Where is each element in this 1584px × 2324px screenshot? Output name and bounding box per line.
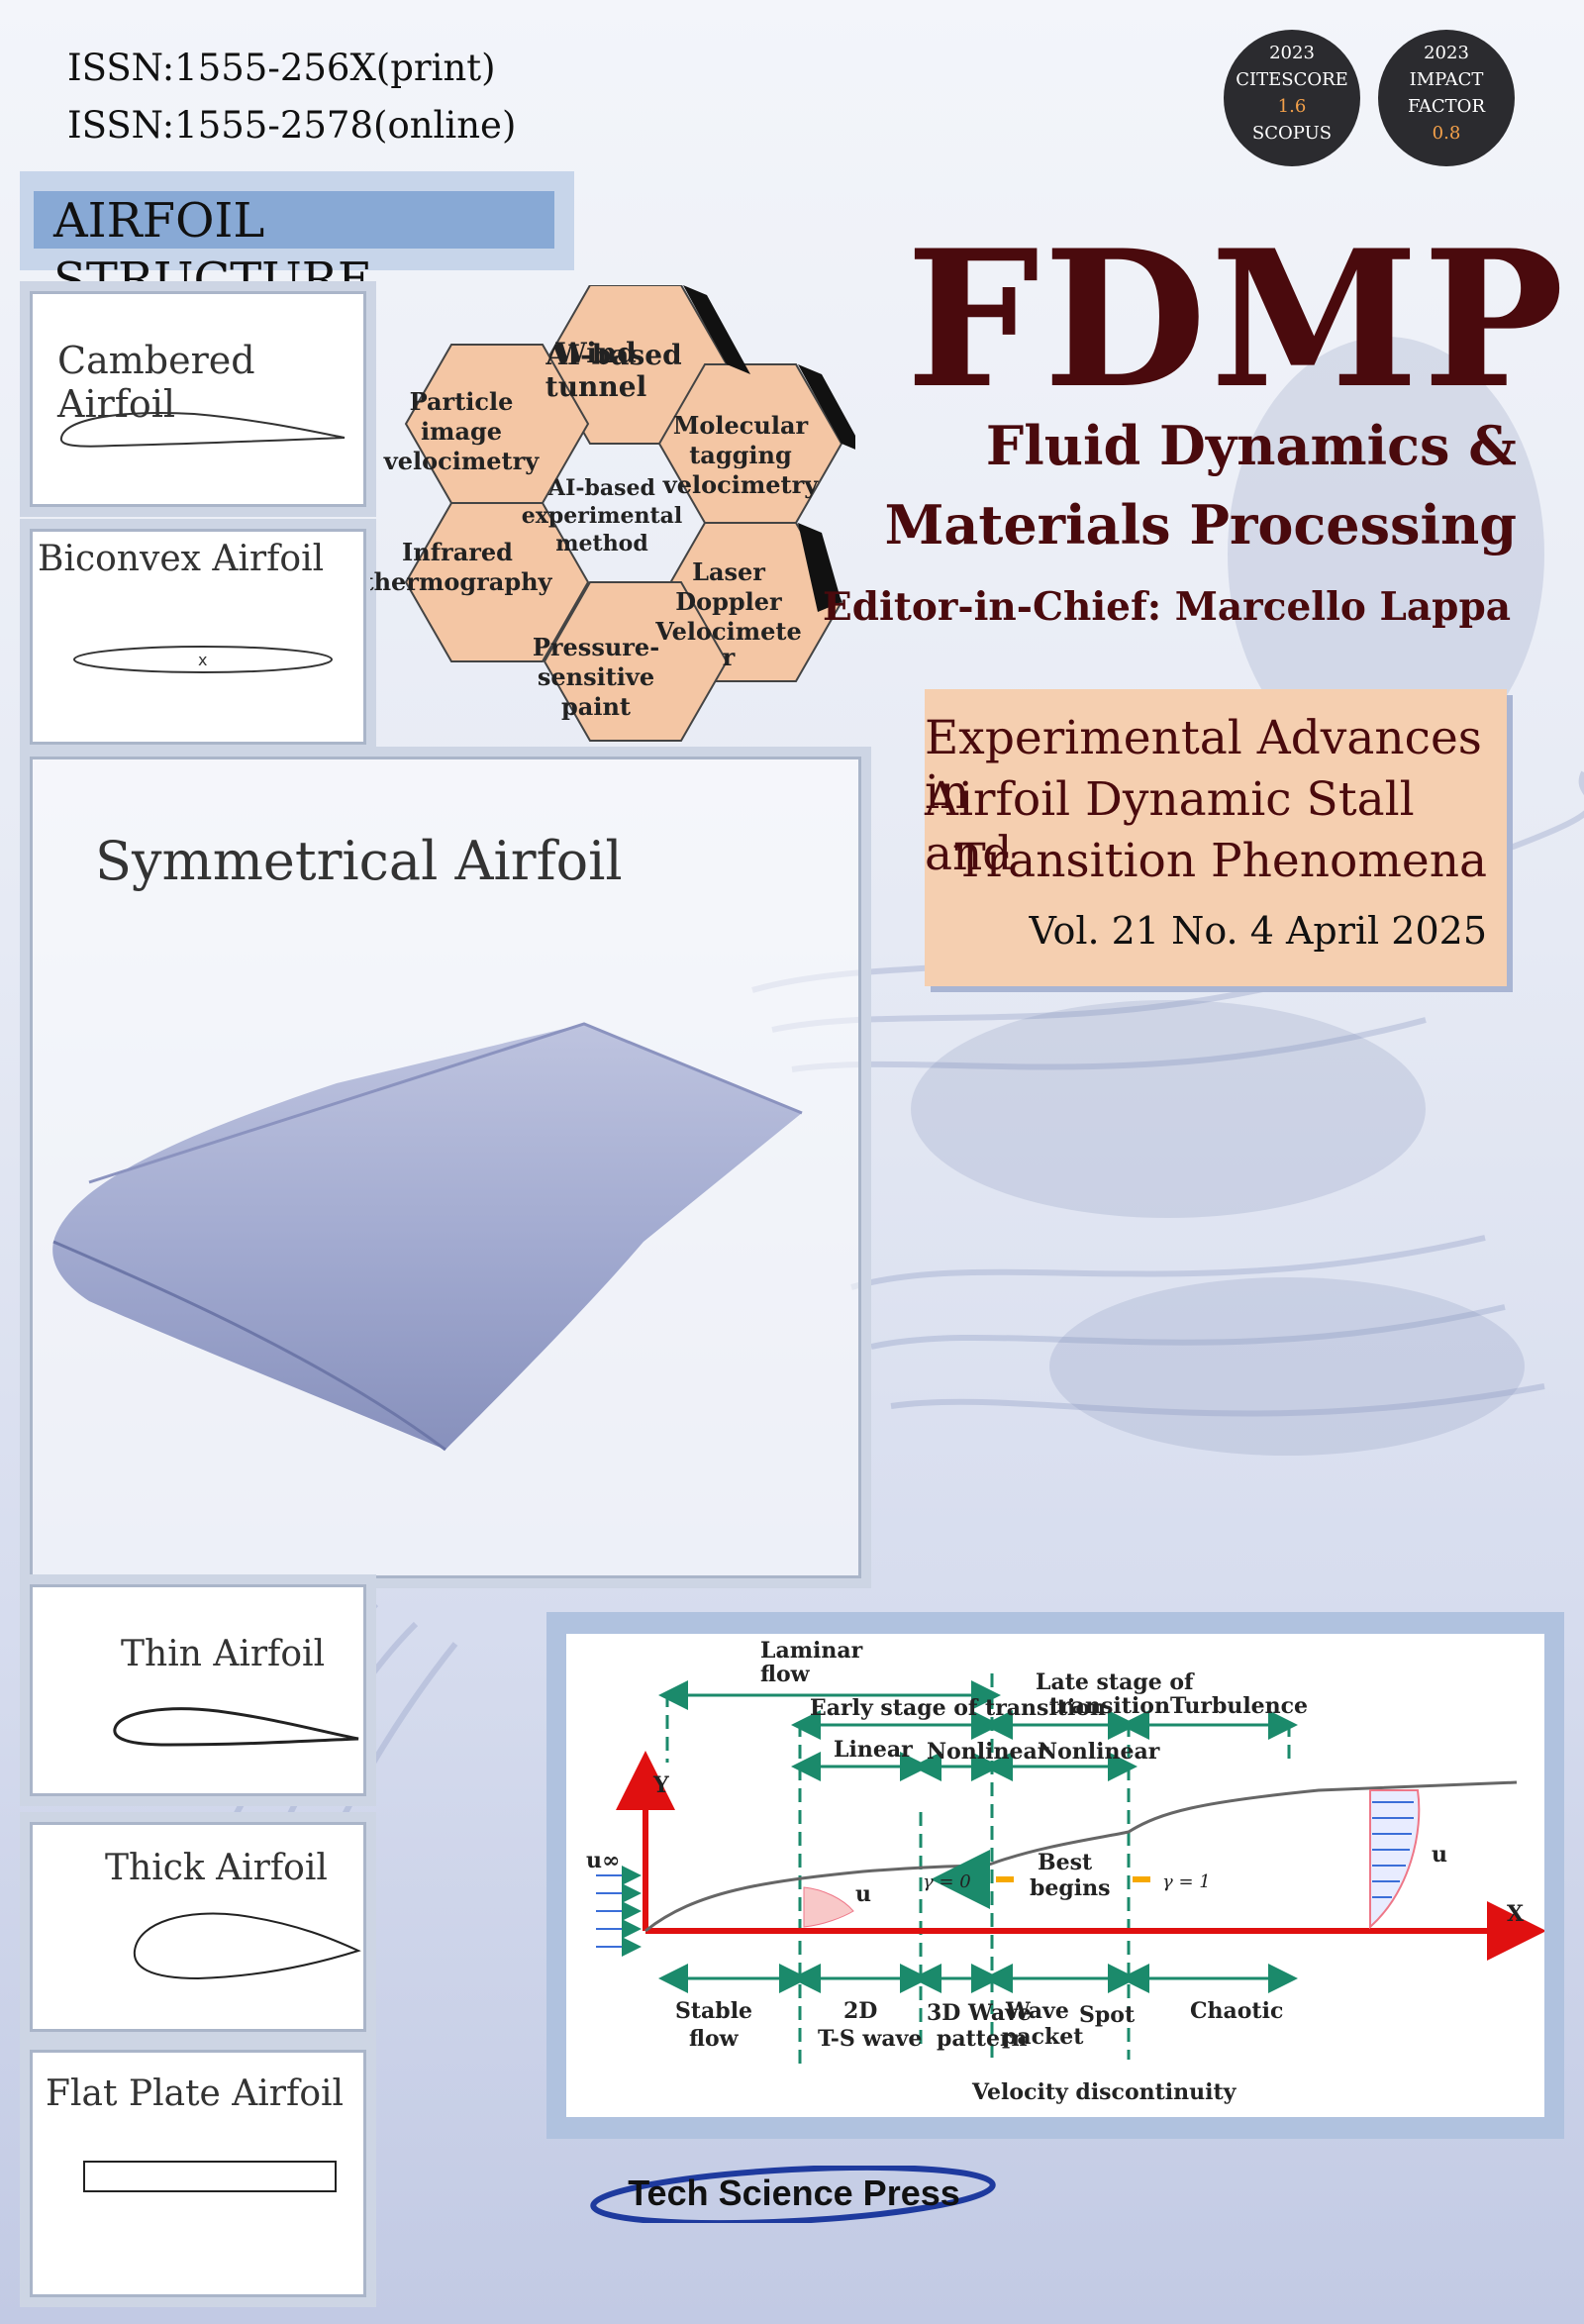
hex-psp-3: paint [561, 692, 631, 721]
special-issue-box: Experimental Advances in Airfoil Dynamic… [925, 689, 1507, 986]
citescore-label: CITESCORE [1236, 69, 1348, 90]
special-issue-line-3: Transition Phenomena [954, 834, 1487, 888]
label-nonlinear-1: Nonlinear [927, 1739, 1049, 1765]
hex-piv-1: Particle [410, 387, 514, 416]
citescore-year: 2023 [1269, 43, 1315, 63]
citescore-source: SCOPUS [1251, 123, 1333, 144]
label-nonlinear-2: Nonlinear [1038, 1739, 1160, 1765]
hex-wind-2: tunnel [545, 370, 646, 403]
issn-print: ISSN:1555-256X(print) [67, 47, 496, 89]
tech-science-press-logo: Tech Science Press [590, 2166, 996, 2223]
panel-thick-airfoil: Thick Airfoil [20, 1812, 376, 2042]
label-best-1: Best [1038, 1850, 1093, 1875]
cambered-airfoil-icon [59, 412, 346, 448]
label-3d-2: pattern [937, 2026, 1028, 2052]
journal-name-line-2: Materials Processing [884, 493, 1517, 556]
hex-ldv-2: Doppler [675, 587, 782, 616]
flat-plate-airfoil-icon [83, 2161, 337, 2192]
panel-biconvex-airfoil: Biconvex Airfoil x [20, 519, 376, 755]
biconvex-airfoil-label: Biconvex Airfoil [38, 539, 325, 579]
label-best-2: begins [1030, 1875, 1111, 1901]
impact-label-2: FACTOR [1407, 96, 1485, 117]
journal-name-line-1: Fluid Dynamics & [985, 414, 1517, 477]
label-turbulence: Turbulence [1170, 1693, 1308, 1719]
label-late-2: transition [1049, 1693, 1170, 1719]
label-ts-1: 2D [843, 1998, 877, 2024]
label-3d-1: 3D Wave [927, 2000, 1032, 2026]
editor-in-chief: Editor-in-Chief: Marcello Lappa [823, 584, 1511, 630]
label-linear: Linear [834, 1737, 913, 1763]
hex-wind-1: Wind [554, 337, 637, 369]
special-issue-line-2: Airfoil Dynamic Stall and [925, 772, 1415, 881]
impact-year: 2023 [1424, 43, 1469, 63]
special-issue-line-1: Experimental Advances in [925, 711, 1482, 820]
cambered-airfoil-label: Cambered Airfoil [57, 339, 255, 426]
label-x-axis: X [1507, 1901, 1525, 1927]
label-spot: Spot [1079, 2002, 1136, 2028]
label-u-2: u [1432, 1842, 1447, 1868]
thick-airfoil-label: Thick Airfoil [105, 1848, 328, 1888]
label-laminar-2: flow [760, 1662, 811, 1687]
issn-online: ISSN:1555-2578(online) [67, 104, 517, 147]
hex-mtv-2: tagging [689, 441, 792, 469]
issue-volume: Vol. 21 No. 4 April 2025 [1029, 909, 1487, 953]
journal-acronym: FDMP [906, 209, 1568, 430]
transition-diagram: Laminar flow Early stage of transition L… [586, 1638, 1546, 2105]
hex-ldv-3: Velocimete [654, 617, 802, 646]
label-u-inf: u∞ [586, 1848, 620, 1873]
label-y-axis: Y [652, 1772, 669, 1798]
thick-airfoil-icon [133, 1912, 361, 1980]
impact-label-1: IMPACT [1409, 69, 1484, 90]
impact-value: 0.8 [1432, 123, 1461, 144]
biconvex-airfoil-icon: x [73, 646, 333, 673]
panel-cambered-airfoil: Cambered Airfoil [20, 281, 376, 517]
hex-piv-3: velocimetry [383, 447, 540, 475]
label-early-stage: Early stage of transition [810, 1695, 1106, 1721]
hex-psp-1: Pressure- [533, 633, 659, 661]
label-stable-2: flow [689, 2026, 740, 2052]
thin-airfoil-label: Thin Airfoil [121, 1634, 326, 1674]
hex-ldv-4: r [723, 643, 736, 671]
label-stable-1: Stable [675, 1998, 752, 2024]
transition-diagram-panel: Laminar flow Early stage of transition L… [546, 1612, 1564, 2139]
citescore-badge: 2023 CITESCORE 1.6 SCOPUS [1224, 30, 1360, 166]
symmetrical-airfoil-label: Symmetrical Airfoil [95, 830, 623, 892]
hex-center-line-2: experimental [522, 503, 683, 529]
panel-symmetrical-airfoil: Symmetrical Airfoil [20, 747, 871, 1588]
impact-factor-badge: 2023 IMPACT FACTOR 0.8 [1378, 30, 1515, 166]
airfoil-structure-heading-box: AIRFOIL STRUCTURE [20, 171, 574, 308]
symmetrical-wing-illustration [52, 1022, 803, 1452]
hex-center-line-3: method [555, 531, 648, 556]
issn-block: ISSN:1555-256X(print) ISSN:1555-2578(onl… [67, 40, 516, 154]
panel-thin-airfoil: Thin Airfoil [20, 1574, 376, 1806]
label-packet-2: packet [1002, 2024, 1084, 2050]
hex-mtv-3: velocimetry [662, 470, 819, 499]
hex-mtv-1: Molecular [673, 411, 809, 440]
label-velocity-discontinuity: Velocity discontinuity [971, 2079, 1238, 2105]
label-gamma-0: γ = 0 [923, 1871, 971, 1892]
hex-ldv-1: Laser [692, 557, 765, 586]
flat-plate-airfoil-label: Flat Plate Airfoil [46, 2073, 345, 2114]
svg-text:x: x [198, 651, 207, 669]
label-u-1: u [855, 1881, 871, 1907]
label-packet-1: Wave [1005, 1998, 1069, 2024]
label-ts-2: T-S wave [818, 2026, 922, 2052]
citescore-value: 1.6 [1277, 96, 1307, 117]
label-laminar-1: Laminar [760, 1638, 863, 1664]
hex-center-line-1: AI-based [547, 475, 655, 501]
experimental-methods-hexagons: AI-based AI-based experimental method Wi… [370, 285, 855, 742]
hex-ir-1: Infrared [402, 538, 513, 566]
label-gamma-1: γ = 1 [1162, 1871, 1211, 1892]
hex-ir-2: thermography [370, 567, 553, 596]
hex-center-1: AI-based [544, 339, 681, 371]
label-late-1: Late stage of [1036, 1669, 1195, 1695]
thin-airfoil-icon [113, 1707, 359, 1747]
airfoil-structure-heading: AIRFOIL STRUCTURE [34, 191, 554, 308]
label-chaotic: Chaotic [1190, 1998, 1283, 2024]
hex-psp-2: sensitive [538, 662, 654, 691]
panel-flat-plate-airfoil: Flat Plate Airfoil [20, 2040, 376, 2307]
publisher-name: Tech Science Press [628, 2172, 960, 2213]
hex-piv-2: image [421, 417, 502, 446]
